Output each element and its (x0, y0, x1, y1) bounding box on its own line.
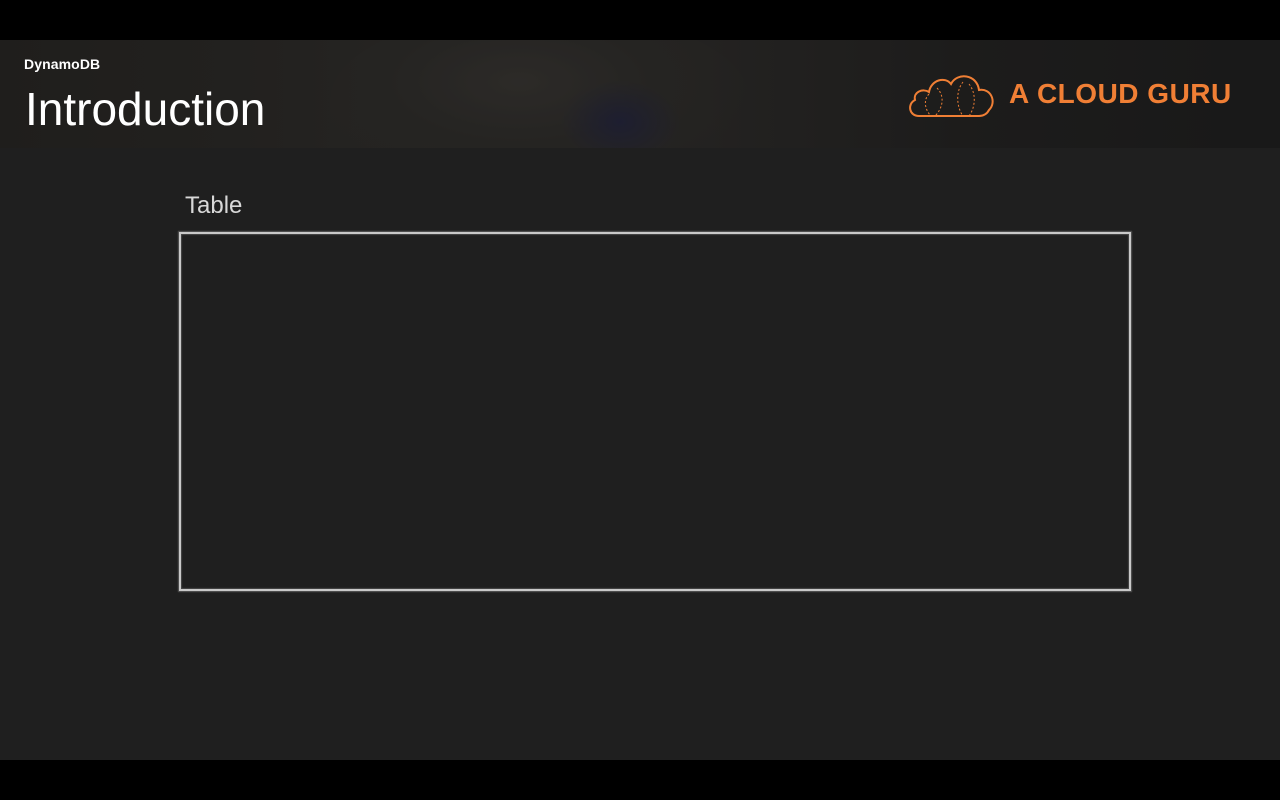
page-title: Introduction (25, 83, 266, 135)
cloud-logo-icon (909, 75, 994, 117)
header-overlay (0, 40, 1280, 148)
logo-text: A CLOUD GURU (1009, 78, 1232, 109)
brand-logo: A CLOUD GURU (905, 66, 1232, 122)
presenter-background (330, 40, 750, 148)
table-box (179, 232, 1131, 591)
table-label: Table (185, 192, 243, 219)
slide-header: DynamoDB Introduction A CLOUD GURU (0, 40, 1280, 148)
presenter-shirt (560, 80, 680, 148)
slide-area: DynamoDB Introduction A CLOUD GURU Table (0, 40, 1280, 760)
course-name: DynamoDB (24, 56, 101, 72)
